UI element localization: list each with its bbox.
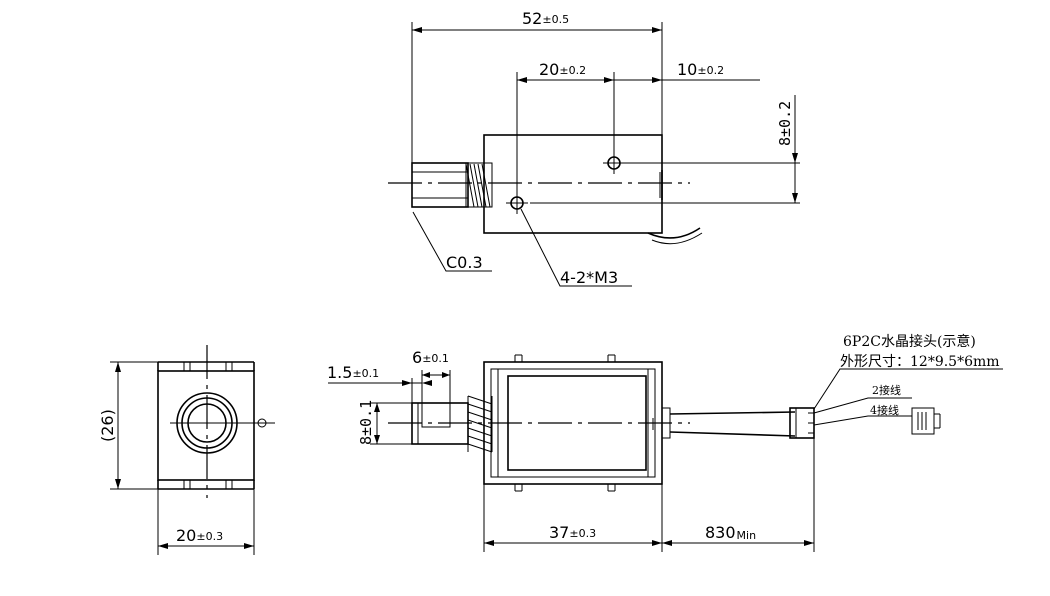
connector-title: 6P2C水晶接头(示意)	[843, 333, 976, 350]
dim-slot: 6±0.1	[412, 348, 449, 367]
wire-2-label: 2接线	[872, 383, 901, 397]
dim-hole-spacing: 20±0.2	[539, 60, 586, 79]
dim-lead-length: 830Min	[705, 523, 756, 542]
top-view-spring	[465, 162, 493, 208]
top-view: 52±0.5 20±0.2 10±0.2 8±0.2 C0.3 4-2*M3	[388, 9, 800, 287]
dim-plunger-diameter: 8±0.1	[357, 400, 375, 445]
top-view-plunger	[411, 162, 469, 208]
dim-end-width: 20±0.3	[176, 526, 223, 545]
dim-hole-vertical: 8±0.2	[776, 101, 794, 146]
thread-label: 4-2*M3	[560, 268, 618, 287]
connector-jack-icon	[911, 407, 941, 435]
chamfer-label: C0.3	[446, 253, 483, 272]
dim-body-length: 37±0.3	[549, 523, 596, 542]
dim-end-height: (26)	[98, 409, 117, 442]
side-view: 1.5±0.1 6±0.1 8±0.1 37±0.3 830Min 6P2C水晶…	[327, 333, 1003, 552]
dim-overall-length: 52±0.5	[522, 9, 569, 28]
connector-size: 外形尺寸：12*9.5*6mm	[840, 354, 1000, 370]
dim-plunger-offset: 1.5±0.1	[327, 363, 379, 382]
side-view-spring	[467, 395, 493, 453]
wire-4-label: 4接线	[870, 403, 899, 417]
end-view-body	[157, 370, 255, 481]
top-view-body	[483, 134, 663, 234]
end-view: (26) 20±0.3	[98, 345, 275, 555]
dim-hole-edge: 10±0.2	[677, 60, 724, 79]
